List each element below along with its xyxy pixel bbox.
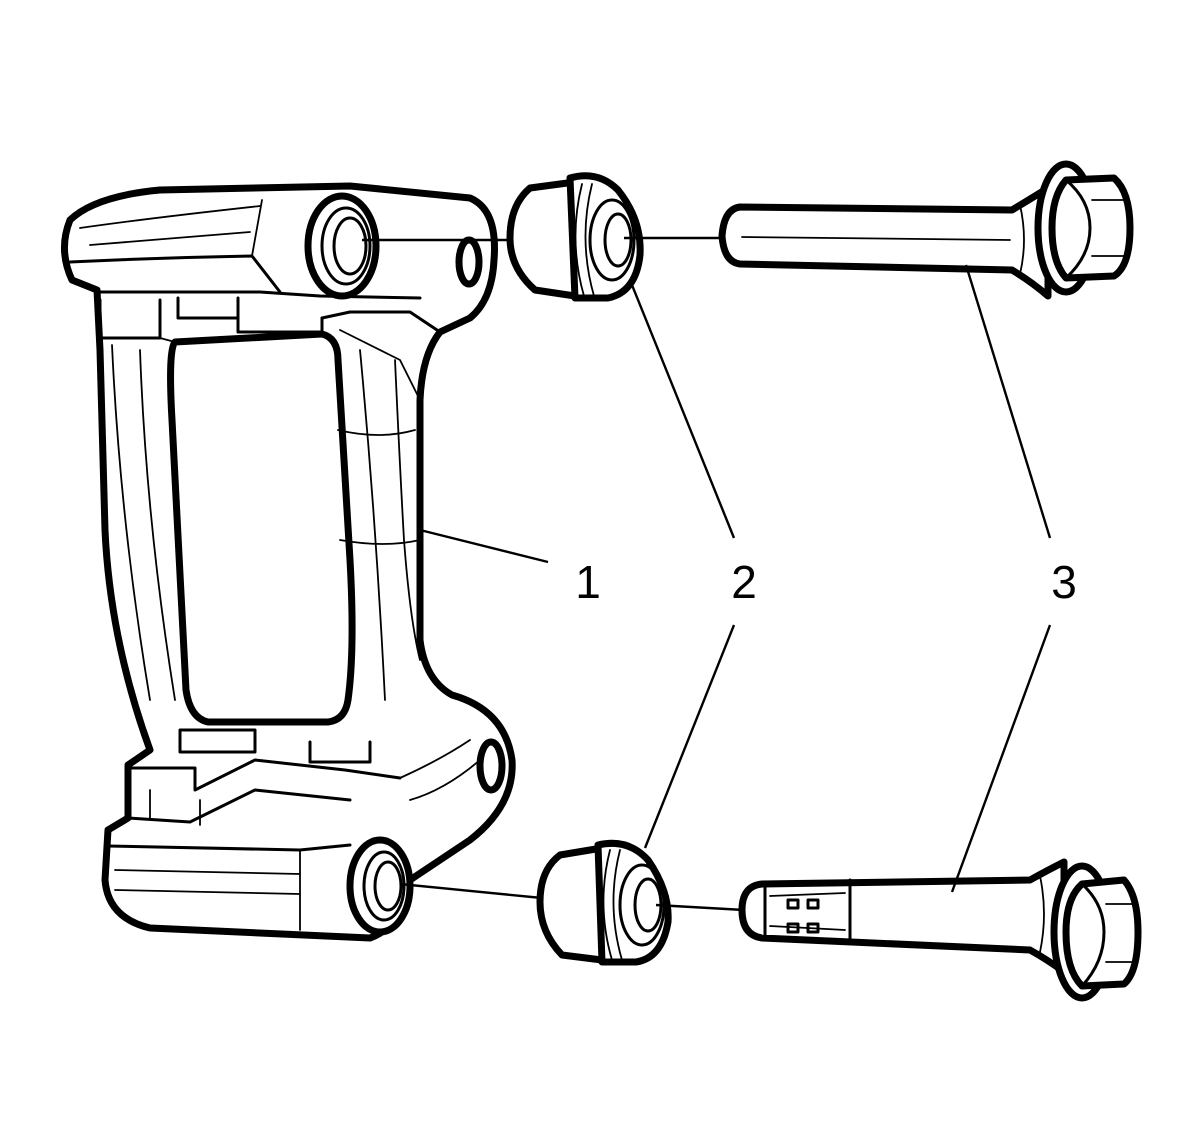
bushing-bottom [536, 839, 672, 966]
caliper-bracket [61, 182, 516, 942]
leader-2-top [630, 284, 736, 539]
bracket-bore-top [304, 192, 380, 300]
bracket-hole-top [455, 236, 483, 288]
bracket-bore-bottom [346, 836, 414, 936]
leader-lines [419, 264, 1052, 893]
leader-1 [419, 528, 549, 564]
leader-2-bottom [643, 624, 736, 849]
callout-2: 2 [731, 556, 757, 608]
guide-pin-bolt-bottom [738, 858, 1142, 1002]
callout-3: 3 [1051, 556, 1077, 608]
bracket-window [167, 330, 356, 726]
alignment-lines [362, 236, 745, 912]
callout-1: 1 [575, 556, 601, 608]
bushing-top [506, 172, 644, 302]
guide-pin-bolt-top [718, 160, 1134, 300]
bracket-hole-bottom [476, 738, 506, 794]
leader-3-top [964, 264, 1052, 539]
leader-3-bottom [950, 624, 1052, 893]
